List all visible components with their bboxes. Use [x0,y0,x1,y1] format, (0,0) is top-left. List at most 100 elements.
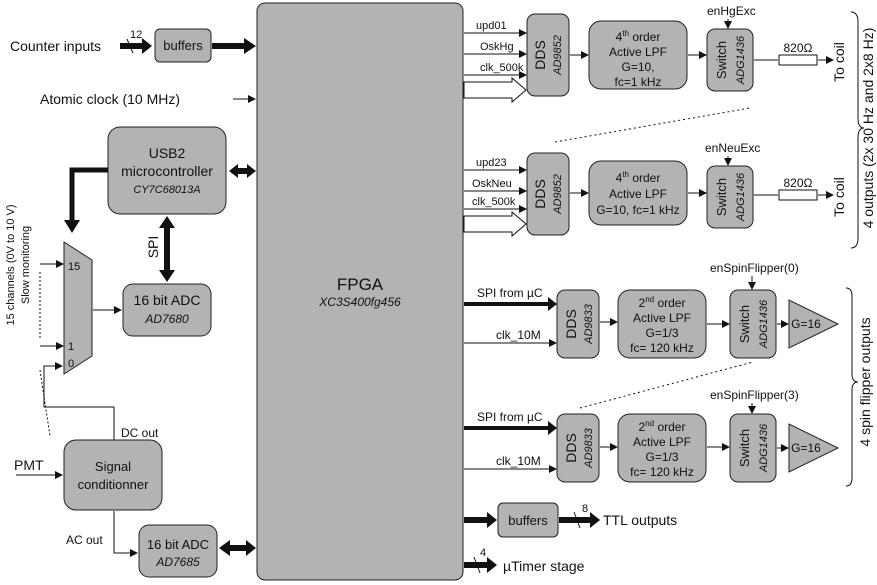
fast-adc-title: 16 bit ADC [147,537,209,552]
slow-adc-part: AD7680 [144,312,189,326]
coil2-lpf-sup: th [622,170,629,179]
coil2-enable: enNeuExc [705,141,760,155]
fast-adc-part: AD7685 [155,555,200,569]
coil2-resistor [778,189,818,201]
signal-conditioner-block [63,439,163,511]
coil-group-brace [850,11,865,249]
buffers-to-fpga-arrow [212,38,256,54]
counter-bus-arrow [120,38,152,54]
coil1-enable: enHgExc [707,4,756,18]
coil1-osk: OskHg [480,41,514,53]
timer-width: 4 [480,547,486,559]
dc-out-wire [43,362,115,440]
coil1-clk: clk_500k [480,62,524,74]
adc-fpga-bus [219,540,256,556]
coil1-output: To coil [831,42,847,82]
flip1-switch: Switch [737,305,752,343]
flip2-lpf-sup: nd [645,419,654,428]
mux-input-1: 1 [68,341,74,353]
coil2-switch: Switch [714,178,729,216]
coil2-switch-block [706,165,754,229]
flip1-spi-bus [464,297,557,311]
usb-fpga-bus [229,164,256,178]
flip2-lpf-line1: 2nd order [639,419,686,434]
ttl-outputs-label: TTL outputs [603,512,677,528]
flip1-spi: SPI from µC [477,286,543,300]
coil1-switch-part: ADG1436 [735,35,747,85]
coil2-lpf-block [588,160,688,226]
coil2-dds-block [526,152,570,236]
fast-adc-block [138,524,218,578]
coil1-resistor-label: 820Ω [784,41,813,55]
flip1-amp-gain: G=16 [791,317,821,331]
flip1-lpf-order-rest: order [654,296,685,310]
flip2-amp-gain: G=16 [791,441,821,455]
slow-monitor-line1: 15 channels (0V to 10 V) [5,204,17,325]
spi-label: SPI [145,236,161,259]
ttl-width: 8 [582,503,588,515]
slow-adc-block [122,283,212,337]
flip2-switch-block [729,413,777,483]
coil1-switch: Switch [714,41,729,79]
coil1-lpf-sup: th [622,29,629,38]
usb-to-mux-bus [69,167,108,222]
atomic-clock-label: Atomic clock (10 MHz) [40,91,180,107]
coil2-resistor-label: 820Ω [784,176,813,190]
flip2-spi-bus [464,421,557,435]
mux-input-15: 15 [68,261,80,273]
flip2-lpf-line4: fc= 120 kHz [630,465,694,479]
coil1-lpf-order: 4 [616,30,623,44]
fpga-part: XC3S400fg456 [318,295,401,309]
coil1-lpf-line1: 4th order [616,29,661,44]
ttl-buffers-block [497,502,559,538]
flip2-enable: enSpinFlipper(3) [710,388,799,402]
coil2-lpf-order-rest: order [629,171,660,185]
flip2-lpf-line3: G=1/3 [645,450,678,464]
flip1-lpf-block [617,289,707,359]
counter-inputs-width: 12 [130,29,142,41]
dc-out-label: DC out [121,426,159,440]
coil1-lpf-block [588,20,688,90]
coil2-osk: OskNeu [472,178,512,190]
coil2-output: To coil [831,177,847,217]
flip1-enable: enSpinFlipper(0) [710,261,799,275]
fpga-title: FPGA [337,275,384,294]
coil2-clk: clk_500k [472,196,516,208]
coil1-lpf-line4: fc=1 kHz [614,75,661,89]
flip2-lpf-line2: Active LPF [633,435,691,449]
flip2-amplifier [788,423,840,473]
coil1-lpf-line3: G=10, [621,60,654,74]
coil2-data-bus [463,210,527,238]
flip2-dds-part: AD9833 [583,427,595,469]
ac-out-wire [113,511,138,557]
flip1-lpf-line1: 2nd order [639,295,686,310]
counter-inputs-label: Counter inputs [10,38,101,54]
mux-input-0: 0 [68,358,74,370]
flip2-dds: DDS [563,433,579,463]
flip2-switch: Switch [737,429,752,467]
timer-label: µTimer stage [503,558,585,574]
flip1-lpf-line3: G=1/3 [645,326,678,340]
coil2-switch-part: ADG1436 [735,172,747,222]
coil1-lpf-order-rest: order [629,30,660,44]
flip2-lpf-order-rest: order [654,420,685,434]
ttl-out-bus [559,512,600,528]
flip1-dds-part: AD9833 [583,303,595,345]
counter-buffers-label: buffers [163,38,203,53]
coil2-lpf-line3: G=10, fc=1 kHz [596,203,679,217]
flipper-group-label: 4 spin flipper outputs [857,317,873,446]
flip1-dds-block [556,289,600,359]
timer-bus [464,557,497,573]
multiplexer [63,241,93,375]
flip1-dds: DDS [563,309,579,339]
coil2-dds-part: AD9852 [552,174,564,215]
flip2-spi: SPI from µC [477,410,543,424]
spi-bus [159,216,175,282]
signal-cond-line2: conditionner [78,477,149,492]
coil-group-label: 4 outputs (2x 30 Hz and 2x8 Hz) [860,28,876,229]
coil2-lpf-line1: 4th order [616,170,661,185]
coil2-upd: upd23 [476,157,507,169]
slow-adc-title: 16 bit ADC [134,292,201,308]
flip1-lpf-line4: fc= 120 kHz [630,341,694,355]
